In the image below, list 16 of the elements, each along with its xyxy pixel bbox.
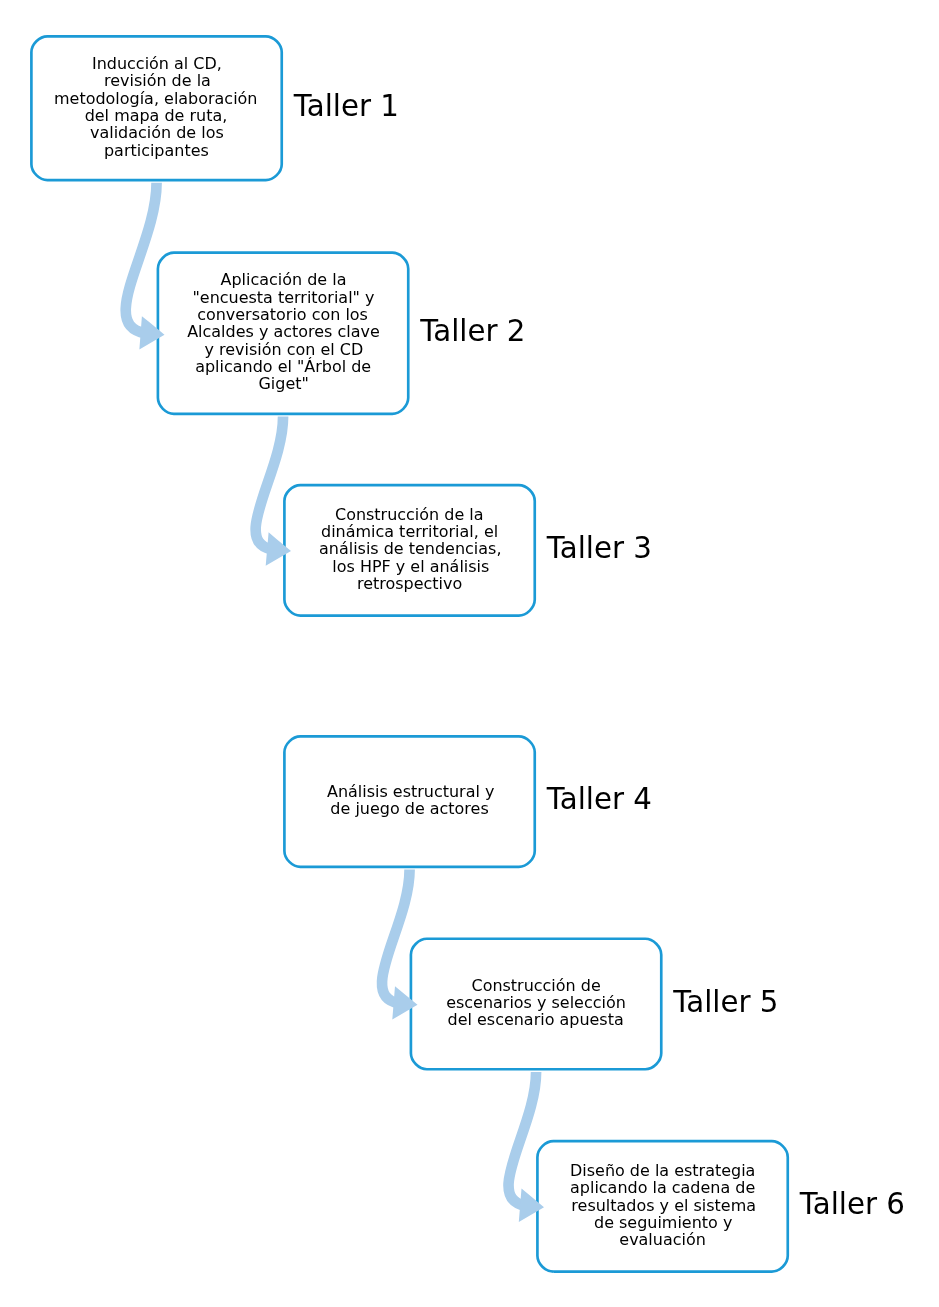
node-box: Construcción de escenarios y selección del escenario apuesta [409,936,663,1071]
node-label: Taller 3 [546,530,652,565]
node-box: Construcción de la dinámica territorial, el análisis de tendencias, los HPF y el análisis retrospectivo [283,483,537,617]
node-box: Análisis estructural y de juego de actores [283,734,537,868]
node-label: Taller 6 [799,1186,905,1221]
arrow [250,415,291,566]
node-label: Taller 2 [420,313,526,348]
node-label: Taller 4 [546,781,652,816]
node-label: Taller 5 [673,983,779,1018]
node-box: Aplicación de la "encuesta territorial" y conversatorio con los Alcaldes y actores clave y revisión con el CD aplicando el "Árbol de Giget" [156,250,410,415]
node-label: Taller 1 [293,88,399,123]
arrow [376,868,418,1020]
arrow [120,181,165,350]
node-box: Inducción al CD, revisión de la metodología, elaboración del mapa de ruta, validación de los participantes [30,34,284,181]
arrow [503,1071,544,1222]
node-box: Diseño de la estrategia aplicando la cadena de resultados y el sistema de seguimiento y evaluación [536,1139,790,1273]
